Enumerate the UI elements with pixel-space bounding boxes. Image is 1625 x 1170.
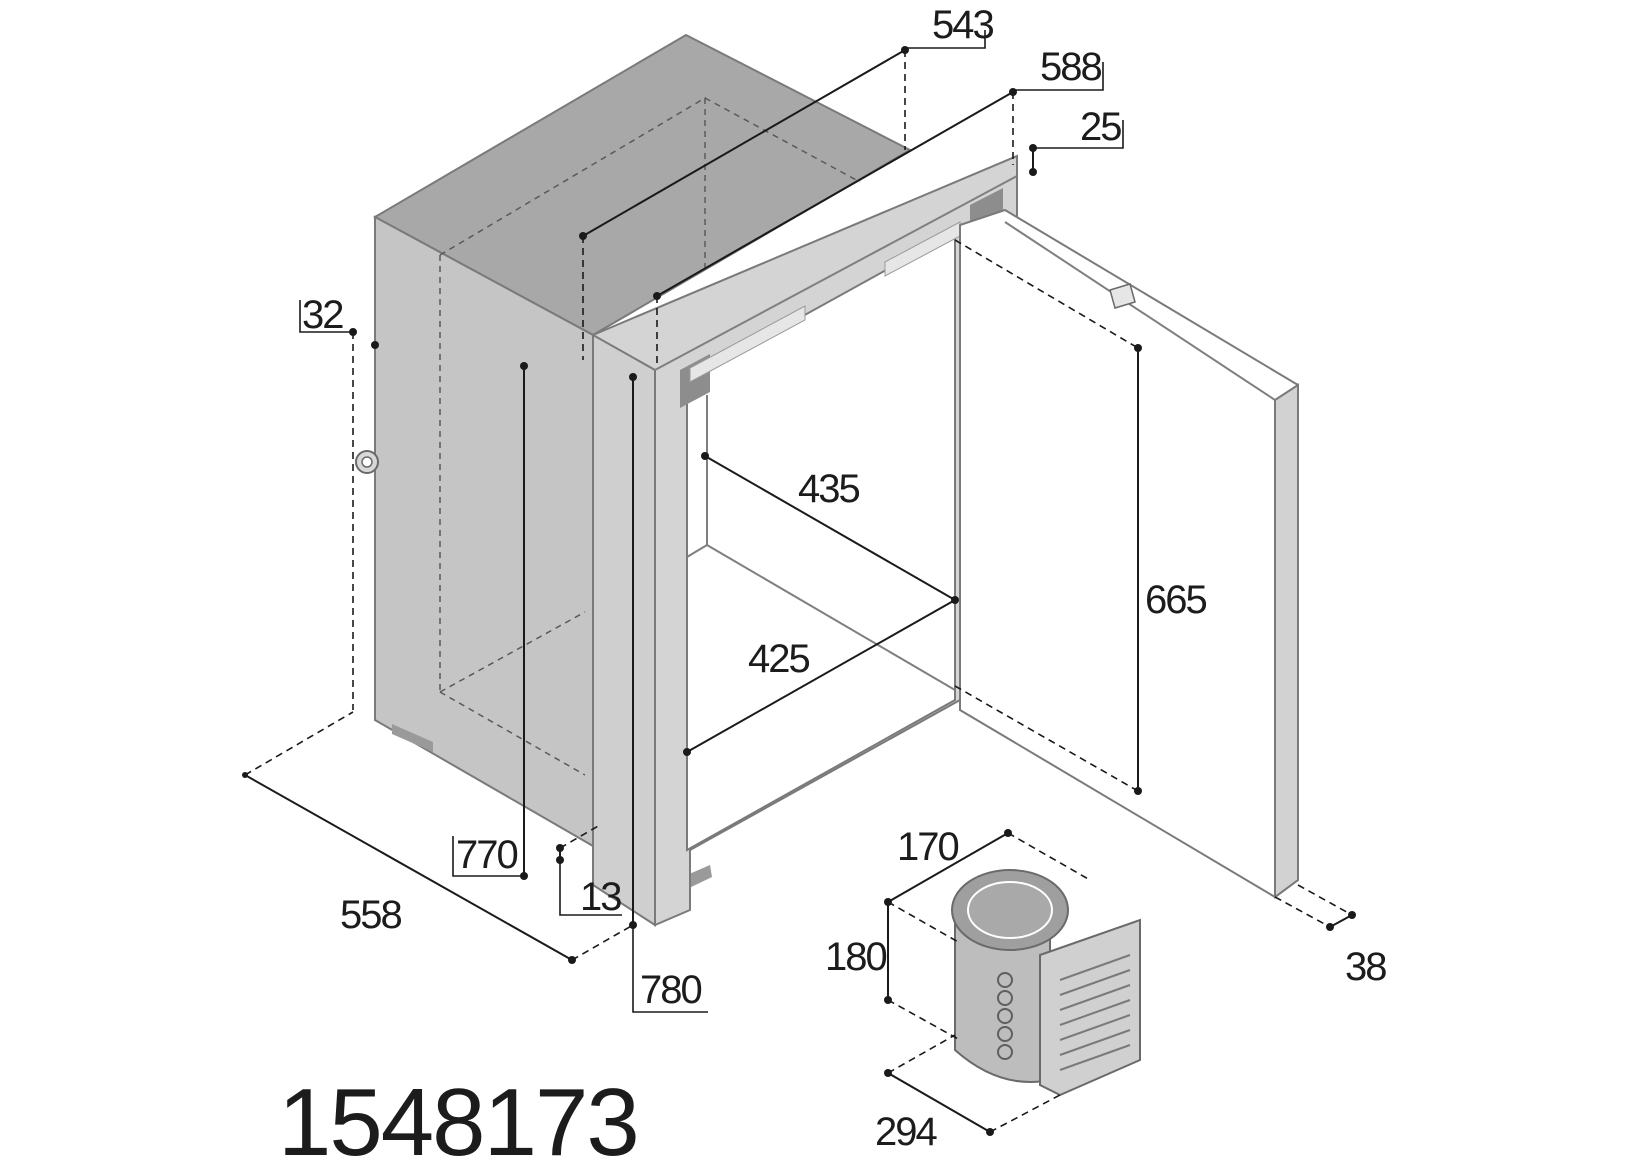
dim-780-label: 780 [640,968,701,1012]
fridge-cabinet [355,33,1018,927]
fridge-door [959,208,1299,899]
dim-588-label: 588 [1040,45,1101,89]
dim-425-label: 425 [748,637,809,681]
dim-32-label: 32 [302,293,343,337]
dim-665-label: 665 [1145,578,1206,622]
dimension-lines [244,30,1353,1133]
dim-435-label: 435 [798,467,859,511]
dim-558-label: 558 [340,893,401,937]
dim-180-label: 180 [825,935,886,979]
interior-opening [686,230,956,852]
door-edge [1274,383,1299,899]
compressor-grille [1039,918,1141,1097]
compressor-unit [951,869,1141,1097]
dim-38-label: 38 [1345,945,1386,989]
dimension-labels: 543 588 25 32 435 665 425 770 13 558 780… [302,3,1388,1154]
dim-25-label: 25 [1080,105,1121,149]
dim-13-label: 13 [580,875,621,919]
dimension-dots [242,46,1356,1136]
model-number: 1548173 [278,1069,638,1170]
compressor-coil [997,972,1013,1060]
dim-170-label: 170 [897,825,958,869]
cabinet-foot-left [392,724,433,752]
door-panel [959,208,1299,899]
door-latch [1109,283,1136,309]
dim-294-label: 294 [875,1110,937,1154]
dim-770-label: 770 [456,833,517,877]
dim-543-label: 543 [932,3,993,47]
